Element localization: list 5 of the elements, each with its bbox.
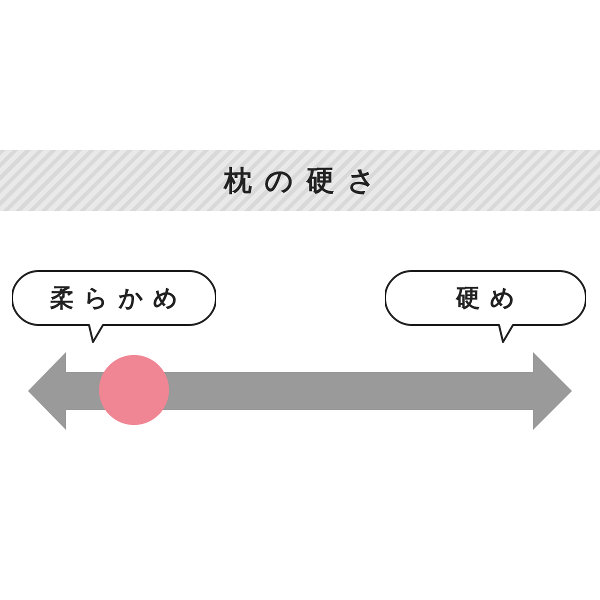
title: 枕の硬さ — [222, 162, 388, 198]
bubble-label: 硬め — [454, 283, 526, 314]
bubble-label: 柔らかめ — [49, 283, 188, 314]
speech-bubble — [385, 270, 586, 344]
speech-bubble — [12, 270, 216, 344]
